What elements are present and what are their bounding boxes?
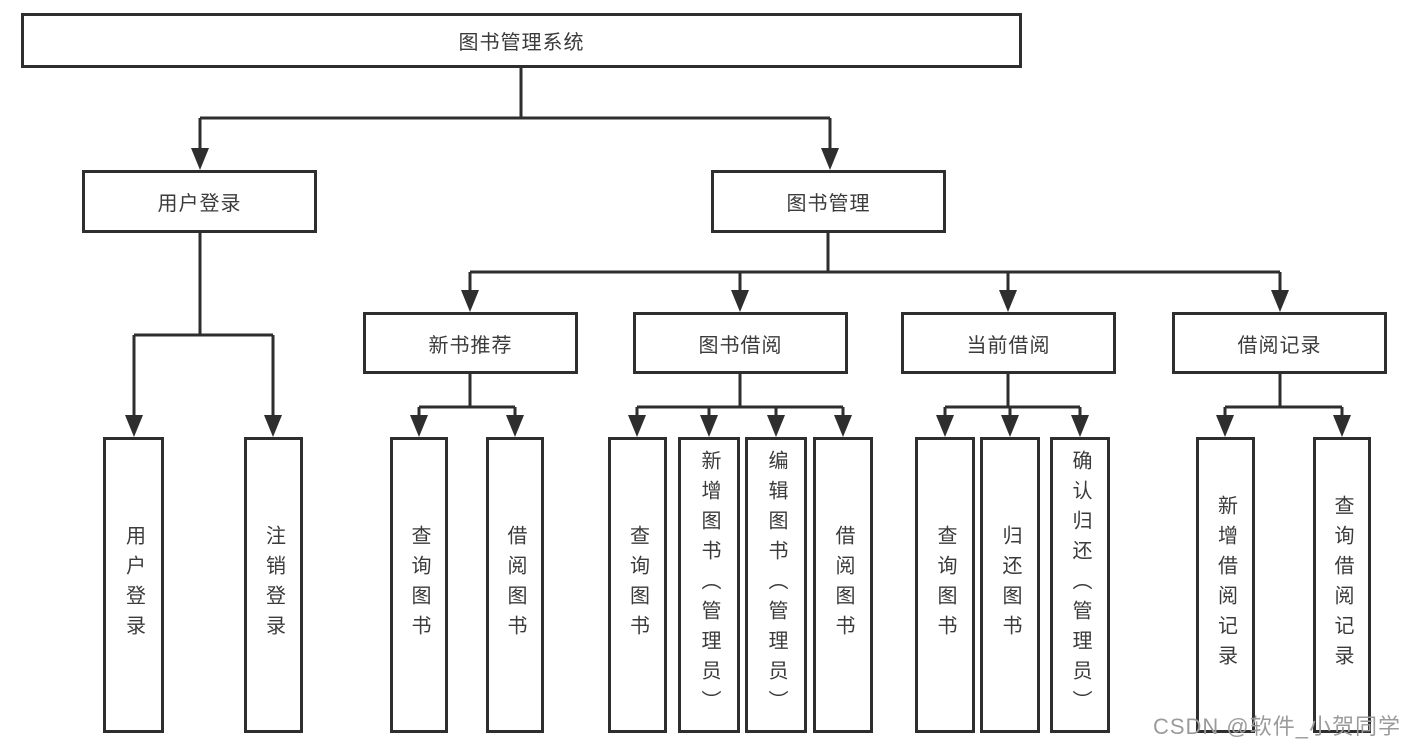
node-label: 查询图书 xyxy=(408,525,430,645)
leaf-query-books-current: 查询图书 xyxy=(915,437,975,733)
leaf-borrow-books: 借阅图书 xyxy=(813,437,873,733)
arrowhead-icon xyxy=(1333,415,1351,437)
node-new-book-recommendation: 新书推荐 xyxy=(363,312,578,374)
arrowhead-icon xyxy=(264,415,282,437)
arrowhead-icon xyxy=(1071,415,1089,437)
node-label: 借阅图书 xyxy=(504,525,526,645)
node-user-login: 用户登录 xyxy=(82,170,317,233)
node-label: 查询借阅记录 xyxy=(1331,495,1353,675)
node-book-borrowing: 图书借阅 xyxy=(633,312,848,374)
node-label: 查询图书 xyxy=(626,525,649,645)
connector-user-login-split xyxy=(132,233,275,417)
leaf-edit-book-admin: 编辑图书（管理员） xyxy=(745,437,807,733)
connector-book-borrow-split xyxy=(635,374,845,417)
leaf-query-borrow-record: 查询借阅记录 xyxy=(1313,437,1371,733)
leaf-return-books: 归还图书 xyxy=(980,437,1040,733)
node-label: 归还图书 xyxy=(999,525,1021,645)
node-label: 确认归还（管理员） xyxy=(1069,450,1091,720)
connector-book-management-split xyxy=(468,233,1282,292)
node-label: 查询图书 xyxy=(934,525,956,645)
arrowhead-icon xyxy=(821,148,839,170)
connector-new-book-split xyxy=(417,374,517,417)
node-label: 注销登录 xyxy=(262,525,285,645)
node-label: 新书推荐 xyxy=(428,334,513,357)
node-label: 借阅图书 xyxy=(832,525,854,645)
leaf-confirm-return-admin: 确认归还（管理员） xyxy=(1050,437,1110,733)
arrowhead-icon xyxy=(731,290,749,312)
connector-current-borrow-split xyxy=(943,374,1082,417)
arrowhead-icon xyxy=(125,415,143,437)
arrowhead-icon xyxy=(1001,415,1019,437)
leaf-logout: 注销登录 xyxy=(244,437,303,733)
node-current-borrowing: 当前借阅 xyxy=(901,312,1116,374)
leaf-add-book-admin: 新增图书（管理员） xyxy=(678,437,740,733)
node-label: 新增借阅记录 xyxy=(1214,495,1237,675)
node-label: 当前借阅 xyxy=(966,334,1051,357)
arrowhead-icon xyxy=(191,148,209,170)
arrowhead-icon xyxy=(410,415,428,437)
node-label: 借阅记录 xyxy=(1237,334,1322,357)
arrowhead-icon xyxy=(461,290,479,312)
node-label: 用户登录 xyxy=(157,193,242,215)
arrowhead-icon xyxy=(1271,290,1289,312)
arrowhead-icon xyxy=(1216,415,1234,437)
node-label: 新增图书（管理员） xyxy=(698,450,720,720)
node-library-management-system: 图书管理系统 xyxy=(21,13,1022,68)
watermark-csdn: CSDN @软件_小贺同学 xyxy=(1152,714,1401,739)
node-book-management: 图书管理 xyxy=(711,170,946,233)
node-borrowing-records: 借阅记录 xyxy=(1172,312,1387,374)
leaf-add-borrow-record: 新增借阅记录 xyxy=(1196,437,1255,733)
arrowhead-icon xyxy=(628,415,646,437)
arrowhead-icon xyxy=(700,415,718,437)
node-label: 编辑图书（管理员） xyxy=(765,450,787,720)
leaf-query-books-recommend: 查询图书 xyxy=(390,437,448,733)
arrowhead-icon xyxy=(506,415,524,437)
node-label: 图书管理系统 xyxy=(458,32,585,54)
connector-root-split xyxy=(198,68,832,150)
leaf-user-login: 用户登录 xyxy=(103,437,164,733)
arrowhead-icon xyxy=(767,415,785,437)
leaf-query-books-borrow: 查询图书 xyxy=(608,437,667,733)
arrowhead-icon xyxy=(834,415,852,437)
leaf-borrow-books-recommend: 借阅图书 xyxy=(486,437,544,733)
node-label: 图书管理 xyxy=(786,193,871,215)
arrowhead-icon xyxy=(999,290,1017,312)
node-label: 用户登录 xyxy=(122,525,145,645)
arrowhead-icon xyxy=(936,415,954,437)
connector-borrow-record-split xyxy=(1223,374,1344,417)
arrowheads xyxy=(125,148,1351,437)
node-label: 图书借阅 xyxy=(698,334,783,357)
